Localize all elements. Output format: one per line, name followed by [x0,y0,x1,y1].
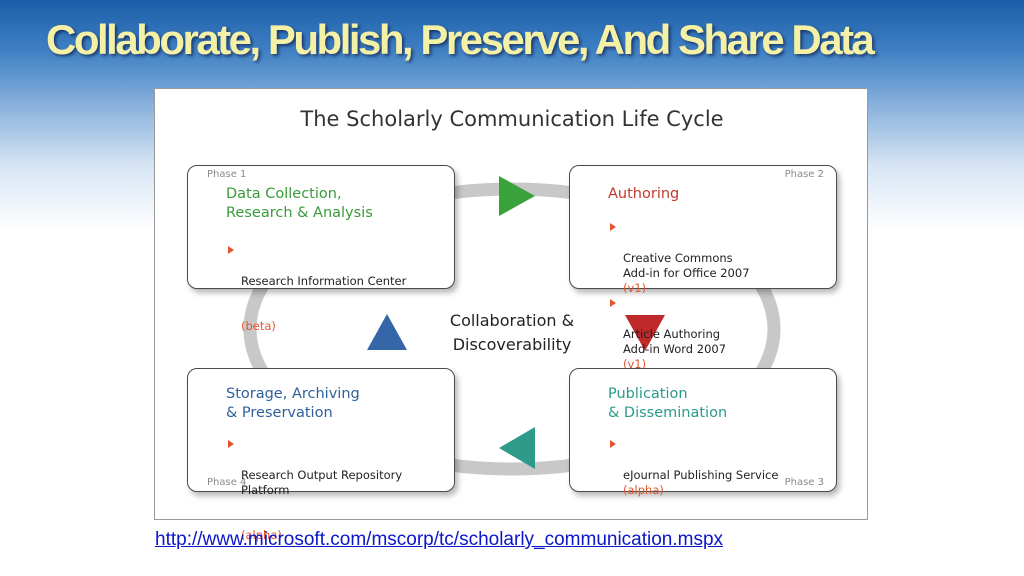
phase-label: Phase 2 [784,169,824,180]
item-text: Research Output Repository Platform [241,468,403,497]
source-link[interactable]: http://www.microsoft.com/mscorp/tc/schol… [155,529,724,550]
item-text: Research Information Center [241,274,407,288]
bullet-arrow-icon [228,440,234,448]
phase-title: Authoring [608,186,680,202]
bullet-arrow-icon [610,223,616,231]
phase-4-card: Storage, Archiving & Preservation Resear… [187,368,455,542]
arrow-top-icon [499,176,535,216]
bullet-arrow-icon [610,440,616,448]
slide-title: Collaborate, Publish, Preserve, And Shar… [46,16,875,63]
cycle-ring-graphic [243,176,781,476]
phase-title: Storage, Archiving & Preservation [226,386,360,421]
center-label-line1: Collaboration & [449,311,575,330]
phase-title: Data Collection, Research & Analysis [226,186,373,221]
phase-2-card: Phase 2 Authoring Creative Commons Add-i… [569,165,837,371]
phase-3-card: Publication & Dissemination eJournal Pub… [569,368,837,497]
phase-items: Research Information Center (beta) [226,244,406,335]
phase-title: Publication & Dissemination [608,386,728,421]
arrow-right-icon [625,315,665,351]
item-text: eJournal Publishing Service [623,468,779,482]
list-item: Research Output Repository Platform (alp… [226,438,454,543]
phase-label: Phase 4 [207,477,247,488]
item-text: Article Authoring Add-in Word 2007 [623,327,727,356]
status-tag: (v1) [623,357,647,371]
status-tag: (alpha) [623,483,664,497]
bullet-arrow-icon [228,246,234,254]
status-tag: (v1) [623,281,647,295]
phase-label: Phase 3 [784,477,824,488]
center-label-line2: Discoverability [452,335,572,354]
phase-items: Research Output Repository Platform (alp… [226,438,454,544]
list-item: Article Authoring Add-in Word 2007 (v1) [608,297,750,372]
bullet-arrow-icon [610,299,616,307]
list-item: Creative Commons Add-in for Office 2007 … [608,221,750,296]
lifecycle-diagram: The Scholarly Communication Life Cycle P… [154,88,868,542]
list-item: eJournal Publishing Service (alpha) [608,438,778,498]
phase-1-card: Phase 1 Data Collection, Research & Anal… [187,165,455,333]
diagram-title: The Scholarly Communication Life Cycle [300,107,724,131]
phase-items: eJournal Publishing Service (alpha) [608,438,778,499]
center-label: Collaboration & Discoverability [420,309,604,357]
list-item: Research Information Center (beta) [226,244,406,334]
arrow-bottom-icon [499,427,535,469]
phase-items: Creative Commons Add-in for Office 2007 … [608,221,750,373]
arrow-left-icon [367,314,407,350]
phase-label: Phase 1 [207,169,247,180]
item-text: Creative Commons Add-in for Office 2007 [623,251,750,280]
status-tag: (alpha) [241,528,282,542]
status-tag: (beta) [241,319,276,333]
